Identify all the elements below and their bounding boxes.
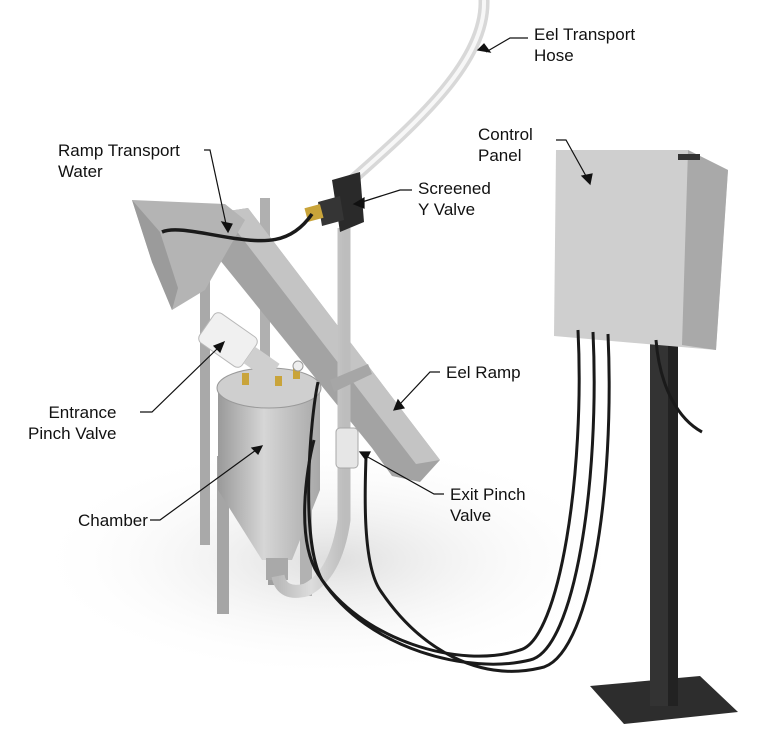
chamber-outlet xyxy=(266,558,288,580)
ramp-hopper-side xyxy=(132,200,178,310)
chamber-body xyxy=(218,390,320,560)
lid-fitting xyxy=(275,376,282,386)
leader-eel-ramp xyxy=(399,371,440,405)
exit-pinch-valve xyxy=(335,427,359,469)
leader-chamber xyxy=(150,449,257,521)
return-pipe xyxy=(271,228,351,598)
label-eel-transport-hose: Eel Transport Hose xyxy=(534,25,636,65)
eel-ramp-top xyxy=(222,208,440,464)
lid-fitting xyxy=(242,373,249,385)
leader-control-panel xyxy=(556,139,587,177)
leader-ramp-transport-water xyxy=(204,149,227,225)
lid-fitting xyxy=(292,360,304,372)
label-ramp-transport-water: Ramp Transport Water xyxy=(58,141,180,181)
control-cables xyxy=(303,329,703,673)
leader-screened-y-valve xyxy=(361,189,412,203)
leader-eel-transport-hose xyxy=(485,37,528,53)
leader-lines xyxy=(140,37,593,521)
label-entrance-pinch-valve: Entrance Pinch Valve xyxy=(28,403,117,443)
lid-fitting xyxy=(293,367,300,379)
eel-transport-hose xyxy=(346,0,490,186)
screened-y-valve xyxy=(304,172,364,232)
ramp-transport-water-hose xyxy=(161,213,314,243)
ramp-hopper xyxy=(132,200,245,310)
leader-entrance-pinch-valve xyxy=(140,347,219,413)
label-exit-pinch-valve: Exit Pinch Valve xyxy=(450,485,526,525)
label-eel-ramp: Eel Ramp xyxy=(446,363,521,382)
ramp-bracket xyxy=(330,364,372,392)
label-screened-y-valve: Screened Y Valve xyxy=(418,179,491,219)
leader-exit-pinch-valve xyxy=(365,455,444,495)
ramp-leg xyxy=(200,210,210,545)
label-control-panel: Control Panel xyxy=(478,125,533,165)
label-chamber: Chamber xyxy=(78,511,148,530)
entrance-pinch-valve xyxy=(198,312,280,381)
